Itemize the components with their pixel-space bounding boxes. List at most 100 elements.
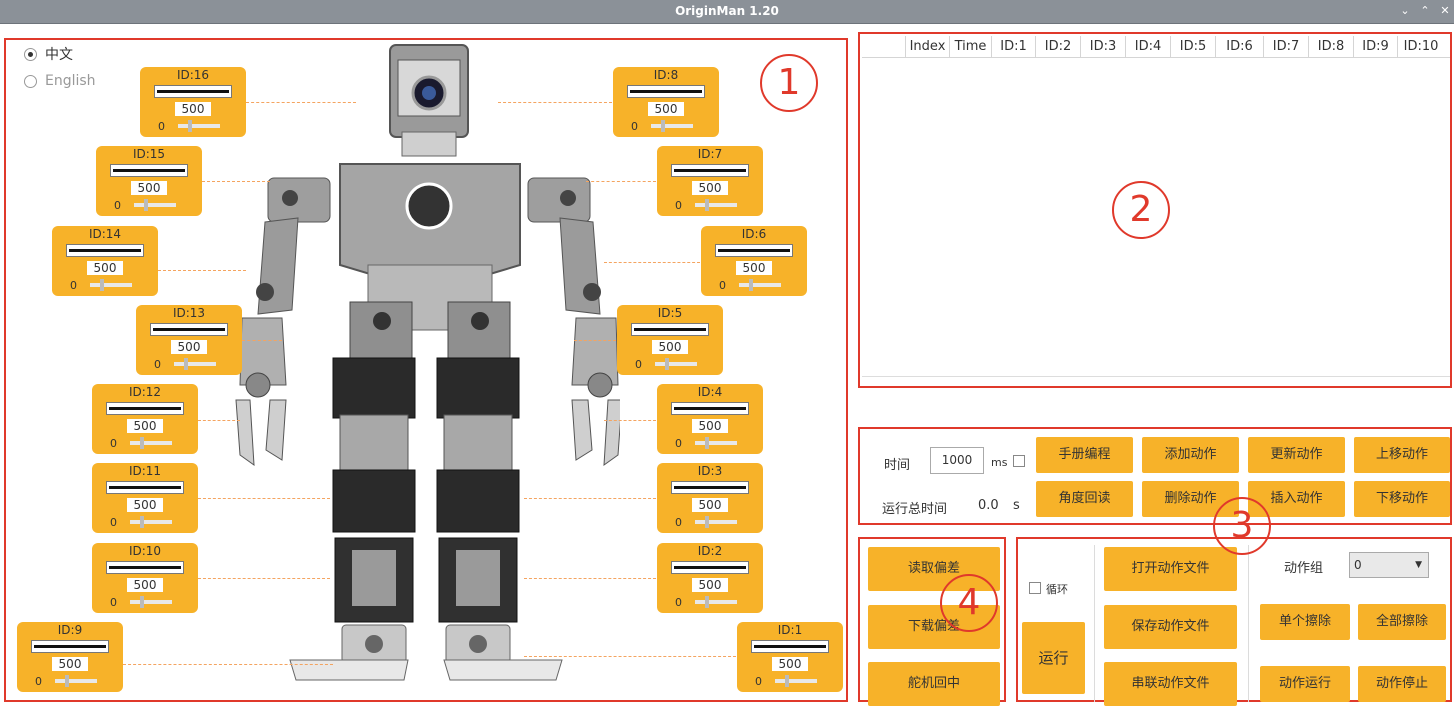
servo-fine-slider[interactable] (174, 358, 216, 370)
servo-fine-slider[interactable] (695, 437, 737, 449)
servo-slider[interactable] (671, 561, 749, 574)
servo-center-button[interactable]: 舵机回中 (868, 662, 1000, 706)
servo-slider[interactable] (627, 85, 705, 98)
servo-value-field[interactable]: 500 (648, 102, 684, 116)
radio-dot-icon (24, 74, 37, 88)
column-header[interactable]: ID:7 (1264, 36, 1309, 57)
servo-slider[interactable] (154, 85, 232, 98)
column-header[interactable]: Time (950, 36, 992, 57)
time-checkbox[interactable] (1013, 455, 1025, 467)
save-action-file-button[interactable]: 保存动作文件 (1104, 605, 1237, 649)
move-down-action-button[interactable]: 下移动作 (1354, 481, 1450, 517)
servo-value-field[interactable]: 500 (652, 340, 688, 354)
column-header[interactable]: ID:3 (1081, 36, 1126, 57)
servo-control-14: ID:14 500 0 (52, 226, 158, 296)
servo-value-field[interactable]: 500 (692, 181, 728, 195)
time-label: 时间 (884, 458, 911, 473)
servo-slider[interactable] (671, 481, 749, 494)
action-group-select[interactable]: 0 ▼ (1349, 552, 1429, 578)
ms-unit-label: ms (991, 456, 1008, 469)
servo-fine-slider[interactable] (739, 279, 781, 291)
servo-fine-slider[interactable] (695, 596, 737, 608)
servo-value-field[interactable]: 500 (171, 340, 207, 354)
servo-value-field[interactable]: 500 (772, 657, 808, 671)
servo-value-field[interactable]: 500 (52, 657, 88, 671)
column-header[interactable]: ID:6 (1216, 36, 1264, 57)
servo-value-field[interactable]: 500 (692, 578, 728, 592)
angle-readback-button[interactable]: 角度回读 (1036, 481, 1133, 517)
chevron-down-icon[interactable]: ⌄ (1400, 4, 1410, 17)
move-up-action-button[interactable]: 上移动作 (1354, 437, 1450, 473)
servo-fine-slider[interactable] (651, 120, 693, 132)
loop-checkbox[interactable] (1029, 582, 1041, 594)
servo-slider[interactable] (110, 164, 188, 177)
action-edit-outline (858, 427, 1452, 525)
manual-programming-button[interactable]: 手册编程 (1036, 437, 1133, 473)
servo-value-field[interactable]: 500 (127, 419, 163, 433)
servo-value-field[interactable]: 500 (175, 102, 211, 116)
servo-slider[interactable] (671, 164, 749, 177)
servo-slider[interactable] (31, 640, 109, 653)
servo-fine-slider[interactable] (90, 279, 132, 291)
divider (1248, 545, 1249, 702)
servo-slider[interactable] (150, 323, 228, 336)
servo-value-field[interactable]: 500 (127, 578, 163, 592)
servo-slider[interactable] (106, 481, 184, 494)
time-input[interactable]: 1000 (930, 447, 984, 474)
run-button[interactable]: 运行 (1022, 622, 1085, 694)
servo-value-field[interactable]: 500 (131, 181, 167, 195)
table-horizontal-scrollbar[interactable] (862, 376, 1450, 385)
language-chinese-radio[interactable]: 中文 (24, 44, 73, 64)
servo-fine-slider[interactable] (130, 516, 172, 528)
total-time-label: 运行总时间 (882, 502, 948, 517)
chain-action-file-button[interactable]: 串联动作文件 (1104, 662, 1237, 706)
erase-all-button[interactable]: 全部擦除 (1358, 604, 1446, 640)
column-header[interactable]: ID:8 (1309, 36, 1354, 57)
column-header[interactable]: ID:2 (1036, 36, 1081, 57)
column-header[interactable]: Index (906, 36, 950, 57)
servo-fine-slider[interactable] (130, 437, 172, 449)
close-icon[interactable]: ✕ (1440, 4, 1450, 17)
servo-slider[interactable] (106, 561, 184, 574)
servo-fine-slider[interactable] (130, 596, 172, 608)
leader-line (158, 270, 246, 271)
servo-fine-slider[interactable] (695, 199, 737, 211)
language-english-radio[interactable]: English (24, 73, 96, 89)
servo-value-field[interactable]: 500 (87, 261, 123, 275)
servo-id-label: ID:5 (657, 306, 683, 320)
servo-slider[interactable] (106, 402, 184, 415)
column-header[interactable]: ID:1 (992, 36, 1036, 57)
servo-value-field[interactable]: 500 (736, 261, 772, 275)
servo-value-field[interactable]: 500 (692, 419, 728, 433)
servo-slider[interactable] (66, 244, 144, 257)
servo-value-field[interactable]: 500 (127, 498, 163, 512)
servo-fine-slider[interactable] (775, 675, 817, 687)
servo-fine-slider[interactable] (695, 516, 737, 528)
stop-action-group-button[interactable]: 动作停止 (1358, 666, 1446, 702)
servo-value-field[interactable]: 500 (692, 498, 728, 512)
servo-fine-slider[interactable] (655, 358, 697, 370)
column-header[interactable]: ID:5 (1171, 36, 1216, 57)
column-header[interactable] (862, 36, 906, 57)
column-header[interactable]: ID:4 (1126, 36, 1171, 57)
servo-min-label: 0 (675, 199, 682, 212)
column-header[interactable]: ID:10 (1403, 39, 1439, 54)
open-action-file-button[interactable]: 打开动作文件 (1104, 547, 1237, 591)
servo-slider[interactable] (715, 244, 793, 257)
chevron-up-icon[interactable]: ⌃ (1420, 4, 1430, 17)
column-header[interactable]: ID:9 (1354, 36, 1398, 57)
servo-slider[interactable] (751, 640, 829, 653)
run-action-group-button[interactable]: 动作运行 (1260, 666, 1350, 702)
leader-line (524, 498, 656, 499)
marker-1: 1 (760, 54, 818, 112)
erase-single-button[interactable]: 单个擦除 (1260, 604, 1350, 640)
servo-fine-slider[interactable] (178, 120, 220, 132)
servo-slider[interactable] (671, 402, 749, 415)
servo-fine-slider[interactable] (55, 675, 97, 687)
update-action-button[interactable]: 更新动作 (1248, 437, 1345, 473)
servo-min-label: 0 (154, 358, 161, 371)
add-action-button[interactable]: 添加动作 (1142, 437, 1239, 473)
servo-min-label: 0 (110, 437, 117, 450)
servo-slider[interactable] (631, 323, 709, 336)
servo-fine-slider[interactable] (134, 199, 176, 211)
